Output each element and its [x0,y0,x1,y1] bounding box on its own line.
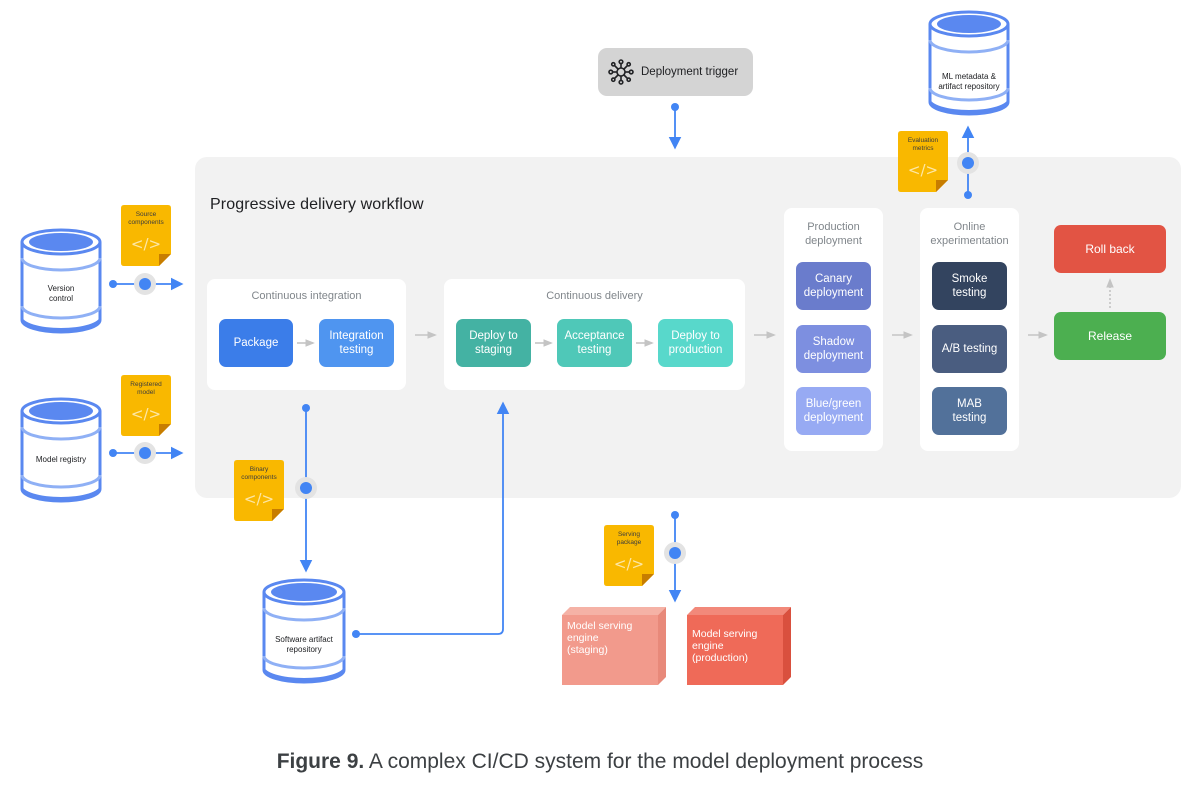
deployment-trigger[interactable]: Deployment trigger [598,48,753,96]
note-evaluation-metrics: Evaluation metrics </> [898,131,948,192]
note-label: Registered model [130,381,162,396]
step-mab-testing[interactable]: MAB testing [932,387,1007,435]
step-acceptance-testing[interactable]: Acceptance testing [557,319,632,367]
note-label: Binary components [241,466,277,481]
step-deploy-to-staging[interactable]: Deploy to staging [456,319,531,367]
caption-text: A complex CI/CD system for the model dep… [364,750,924,773]
document-icon [234,460,284,521]
code-icon: </> [130,235,162,253]
database-label: Version control [47,284,75,303]
group-title: Continuous delivery [546,290,643,302]
serving-engine-label: Model serving engine (production) [692,628,758,664]
note-registered-model: Registered model </> [121,375,171,436]
connector-dot [109,280,117,288]
document-icon [121,375,171,436]
database-icon [20,397,102,503]
connector-dot [671,511,679,519]
database-icon [262,578,346,684]
step-package[interactable]: Package [219,319,293,367]
document-icon [604,525,654,586]
step-smoke-testing[interactable]: Smoke testing [932,262,1007,310]
step-deploy-to-production[interactable]: Deploy to production [658,319,733,367]
code-icon: </> [613,555,645,573]
database-icon [20,228,102,334]
note-label: Evaluation metrics [907,137,939,152]
serving-engine-production[interactable]: Model serving engine (production) [687,607,791,685]
cube-icon [687,607,791,685]
step-shadow-deployment[interactable]: Shadow deployment [796,325,871,373]
step-release[interactable]: Release [1054,312,1166,360]
connector-dot [671,103,679,111]
figure-caption: Figure 9. A complex CI/CD system for the… [0,750,1200,774]
code-icon: </> [907,161,939,179]
database-version-control[interactable]: Version control [20,228,102,334]
group-title: Online experimentation [930,221,1009,247]
group-title: Continuous integration [251,290,362,302]
database-label: Model registry [35,455,87,464]
document-icon [121,205,171,266]
note-serving-package: Serving package </> [604,525,654,586]
database-label: Software artifact repository [275,635,333,654]
code-icon: </> [130,405,162,423]
note-binary-components: Binary components </> [234,460,284,521]
note-label: Source components [128,211,164,226]
caption-label: Figure 9. [276,750,365,773]
step-ab-testing[interactable]: A/B testing [932,325,1007,373]
document-icon [898,131,948,192]
database-icon [928,10,1010,116]
hub-network-icon [608,59,634,85]
serving-engine-label: Model serving engine (staging) [567,620,633,656]
serving-engine-staging[interactable]: Model serving engine (staging) [562,607,666,685]
step-integration-testing[interactable]: Integration testing [319,319,394,367]
step-roll-back[interactable]: Roll back [1054,225,1166,273]
code-icon: </> [243,490,275,508]
database-label: ML metadata & artifact repository [938,72,1000,91]
deployment-trigger-label: Deployment trigger [641,66,739,78]
connector-dot [109,449,117,457]
step-blue-green-deployment[interactable]: Blue/green deployment [796,387,871,435]
group-title: Production deployment [805,221,862,247]
database-model-registry[interactable]: Model registry [20,397,102,503]
connector-dot [352,630,360,638]
step-canary-deployment[interactable]: Canary deployment [796,262,871,310]
database-software-artifact-repository[interactable]: Software artifact repository [262,578,346,684]
cube-icon [562,607,666,685]
panel-title: Progressive delivery workflow [210,196,424,213]
database-ml-metadata[interactable]: ML metadata & artifact repository [928,10,1010,116]
note-source-components: Source components </> [121,205,171,266]
note-label: Serving package [616,531,642,546]
